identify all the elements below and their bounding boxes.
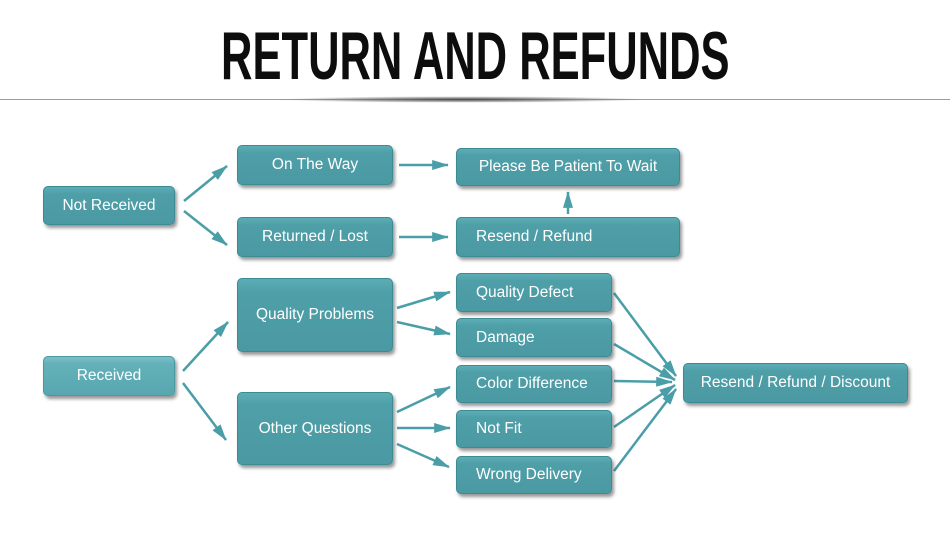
arrow-other-questions-to-color-difference: [396, 385, 451, 414]
node-returned-lost: Returned / Lost: [237, 217, 393, 257]
node-received: Received: [43, 356, 175, 396]
page-title: RETURN AND REFUNDS: [220, 18, 730, 94]
node-returned-lost-label: Returned / Lost: [262, 228, 368, 245]
arrow-quality-problems-to-quality-defect: [396, 290, 451, 310]
arrow-not-received-to-on-the-way: [183, 165, 228, 202]
node-resend-refund-discount-label: Resend / Refund / Discount: [700, 374, 891, 391]
arrow-received-to-quality-problems: [182, 321, 229, 372]
node-quality-problems-label: Quality Problems: [255, 306, 374, 323]
arrow-quality-defect-to-resolution: [612, 292, 678, 377]
node-on-the-way-label: On The Way: [271, 156, 359, 173]
node-other-questions-label: Other Questions: [258, 419, 372, 437]
node-not-fit-label: Not Fit: [476, 420, 522, 437]
node-on-the-way: On The Way: [237, 145, 393, 185]
arrow-color-difference-to-resolution: [613, 376, 673, 387]
arrow-quality-problems-to-damage: [396, 320, 451, 336]
node-damage: Damage: [456, 318, 612, 357]
node-color-difference-label: Color Difference: [476, 375, 588, 392]
divider-shadow: [210, 95, 715, 104]
node-resend-refund: Resend / Refund: [456, 217, 680, 257]
node-quality-problems: Quality Problems: [237, 278, 393, 352]
arrow-not-fit-to-resolution: [613, 383, 676, 429]
node-please-be-patient: Please Be Patient To Wait: [456, 148, 680, 186]
node-received-label: Received: [76, 367, 142, 384]
node-not-received-label: Not Received: [62, 196, 156, 214]
arrow-other-questions-to-wrong-delivery: [396, 442, 450, 469]
node-resend-refund-label: Resend / Refund: [476, 228, 593, 245]
node-color-difference: Color Difference: [456, 365, 612, 403]
arrow-damage-to-resolution: [613, 342, 676, 382]
node-resend-refund-discount: Resend / Refund / Discount: [683, 363, 908, 403]
node-not-received: Not Received: [43, 186, 175, 225]
node-damage-label: Damage: [476, 328, 535, 346]
arrow-not-received-to-returned-lost: [183, 210, 228, 246]
node-wrong-delivery-label: Wrong Delivery: [476, 466, 582, 483]
node-quality-defect: Quality Defect: [456, 273, 612, 312]
title-bar: RETURN AND REFUNDS: [0, 22, 950, 90]
node-please-be-patient-label: Please Be Patient To Wait: [478, 158, 658, 175]
arrow-received-to-other-questions: [182, 382, 227, 441]
arrow-wrong-delivery-to-resolution: [613, 388, 677, 472]
node-not-fit: Not Fit: [456, 410, 612, 448]
node-other-questions: Other Questions: [237, 392, 393, 465]
node-quality-defect-label: Quality Defect: [476, 283, 574, 301]
node-wrong-delivery: Wrong Delivery: [456, 456, 612, 494]
